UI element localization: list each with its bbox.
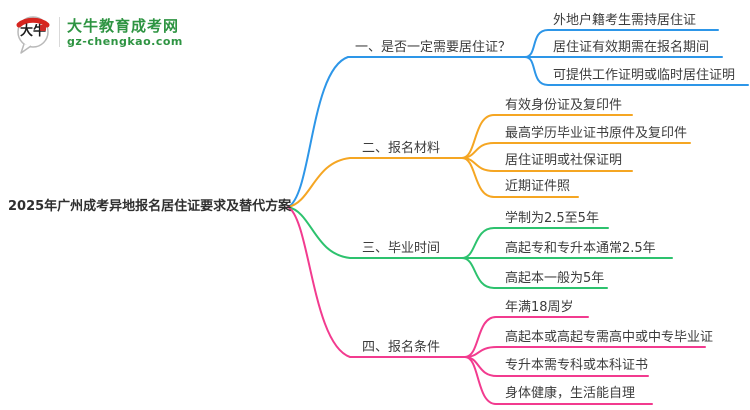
leaf-node: 高起本一般为5年 xyxy=(505,271,605,286)
leaf-node: 年满18周岁 xyxy=(505,300,574,315)
branch-3-lines xyxy=(287,206,673,289)
leaf-node: 外地户籍考生需持居住证 xyxy=(553,13,697,28)
leaf-node: 可提供工作证明或临时居住证明 xyxy=(553,68,736,83)
site-url: gz-chengkao.com xyxy=(67,34,183,48)
branch-label-2: 二、报名材料 xyxy=(362,141,441,156)
leaf-node: 学制为2.5至5年 xyxy=(505,211,599,226)
logo-mark-text: 大牛 xyxy=(20,23,46,39)
branch-2-lines xyxy=(287,114,691,208)
logo-ox-icon: 大牛 xyxy=(16,16,50,54)
leaf-node: 居住证明或社保证明 xyxy=(505,153,623,168)
site-name: 大牛教育成考网 xyxy=(67,16,180,35)
logo-divider xyxy=(59,17,60,47)
site-logo: 大牛 大牛教育成考网 gz-chengkao.com xyxy=(12,8,183,56)
leaf-node: 专升本需专科或本科证书 xyxy=(505,358,649,373)
root-topic: 2025年广州成考异地报名居住证要求及替代方案 xyxy=(8,199,292,214)
leaf-node: 高起本或高起专需高中或中专毕业证 xyxy=(505,330,714,345)
leaf-node: 身体健康，生活能自理 xyxy=(505,386,636,401)
leaf-node: 近期证件照 xyxy=(505,179,571,194)
branch-label-4: 四、报名条件 xyxy=(362,340,441,355)
branch-4-lines xyxy=(287,206,706,405)
leaf-node: 有效身份证及复印件 xyxy=(505,98,623,113)
leaf-node: 居住证有效期需在报名期间 xyxy=(553,40,710,55)
leaf-node: 高起专和专升本通常2.5年 xyxy=(505,241,656,256)
branch-label-1: 一、是否一定需要居住证？ xyxy=(355,40,512,55)
leaf-node: 最高学历毕业证书原件及复印件 xyxy=(505,126,688,141)
branch-label-3: 三、毕业时间 xyxy=(362,241,441,256)
branch-1-lines xyxy=(287,29,749,208)
